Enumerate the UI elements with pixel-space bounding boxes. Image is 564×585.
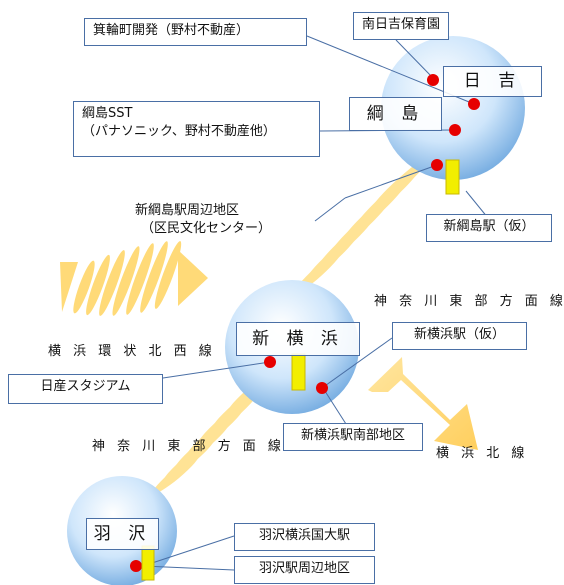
dot-shinyokohama-south <box>316 382 328 394</box>
label-shin-tsunashima-area-line1: 新綱島駅周辺地区 <box>135 203 240 218</box>
station-marker-hazawa <box>141 545 155 581</box>
label-shin-tsunashima-area: 新綱島駅周辺地区 （区民文化センター） <box>127 199 315 245</box>
label-minami-hiyoshi: 南日吉保育園 <box>353 12 449 40</box>
wave-band-yokohama-kanjou-hokusei <box>60 241 208 316</box>
label-tsunashima-sst: 綱島SST （パナソニック、野村不動産他） <box>73 101 320 157</box>
label-shinyokohama-station: 新横浜駅（仮） <box>392 322 527 350</box>
station-label-hiyoshi: 日 吉 <box>443 66 542 97</box>
double-arrow-yokohama-hokusen <box>368 357 478 450</box>
line-label-yokohama-kanjou-hokusei: 横 浜 環 状 北 西 線 <box>48 344 216 359</box>
label-hazawa-station: 羽沢横浜国大駅 <box>234 523 375 551</box>
dot-shin-tsunashima-area <box>431 159 443 171</box>
dot-minami-hiyoshi <box>427 74 439 86</box>
label-tsunashima-sst-line1: 綱島SST <box>82 106 133 121</box>
red-dots <box>130 74 480 572</box>
dot-minowa <box>468 98 480 110</box>
station-label-tsunashima: 綱 島 <box>349 97 442 131</box>
dot-nissan-stadium <box>264 356 276 368</box>
label-shin-tsunashima-area-line2: （区民文化センター） <box>141 220 272 236</box>
label-shin-tsunashima-station: 新綱島駅（仮） <box>426 214 552 242</box>
leader-lines <box>142 35 489 571</box>
station-marker-shinyokohama <box>291 353 306 391</box>
line-label-kanagawa-toubu-lower: 神 奈 川 東 部 方 面 線 <box>92 439 285 454</box>
line-label-kanagawa-toubu-upper: 神 奈 川 東 部 方 面 線 <box>374 294 564 309</box>
station-marker-shin-tsunashima <box>445 159 460 195</box>
station-label-hazawa: 羽 沢 <box>86 518 159 550</box>
label-hazawa-area: 羽沢駅周辺地区 <box>234 556 375 584</box>
dot-tsunashima-sst <box>449 124 461 136</box>
line-label-yokohama-hokusen: 横 浜 北 線 <box>436 446 529 461</box>
label-nissan-stadium: 日産スタジアム <box>8 374 163 404</box>
station-label-shinyokohama: 新 横 浜 <box>236 322 360 356</box>
dot-hazawa-area <box>130 560 142 572</box>
label-minowa: 箕輪町開発（野村不動産） <box>84 18 307 46</box>
label-shinyokohama-south: 新横浜駅南部地区 <box>283 423 423 451</box>
label-tsunashima-sst-line2: （パナソニック、野村不動産他） <box>82 123 276 139</box>
